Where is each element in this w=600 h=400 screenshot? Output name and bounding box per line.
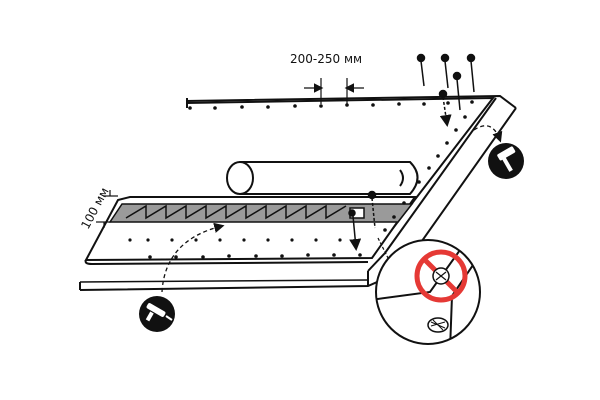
weld-zigzag	[125, 204, 347, 220]
diagonal-fastener-dots	[383, 115, 467, 232]
nails	[348, 53, 476, 251]
membrane-roll	[226, 161, 419, 195]
prohibited-nail-icon	[414, 249, 468, 303]
overlap-fastener-dots	[128, 238, 342, 242]
zoom-callout	[375, 237, 481, 345]
lower-membrane-sheet	[84, 196, 417, 266]
nail-spacing-label: 200-250 мм	[290, 52, 362, 66]
spacing-dimension	[304, 78, 364, 104]
upper-membrane-sheet	[185, 96, 496, 246]
top-fastener-dots	[188, 100, 474, 110]
glue-arrow	[161, 222, 225, 293]
glue-gun-icon	[139, 296, 175, 332]
overlap-dimension	[96, 190, 118, 228]
correct-nail-icon	[427, 317, 449, 333]
hammer-arrow	[473, 125, 503, 143]
lower-fastener-dots	[148, 253, 362, 259]
hammer-icon	[488, 143, 524, 179]
